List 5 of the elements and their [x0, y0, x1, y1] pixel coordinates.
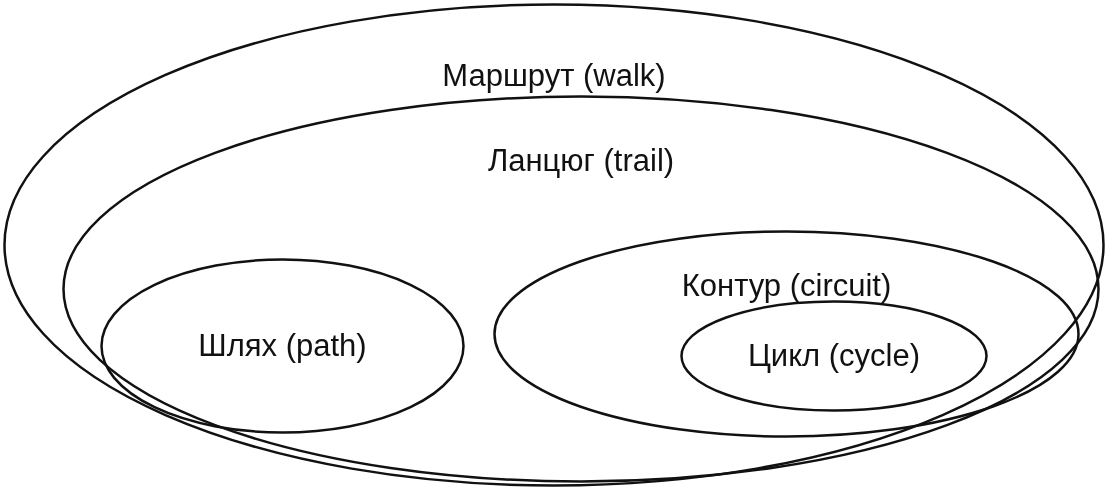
- set-label: Маршрут (walk): [442, 58, 666, 94]
- set-label: Цикл (cycle): [747, 338, 921, 374]
- set-label: Контур (circuit): [681, 268, 892, 304]
- set-label: Шлях (path): [198, 328, 367, 364]
- set-label: Ланцюг (trail): [487, 143, 675, 179]
